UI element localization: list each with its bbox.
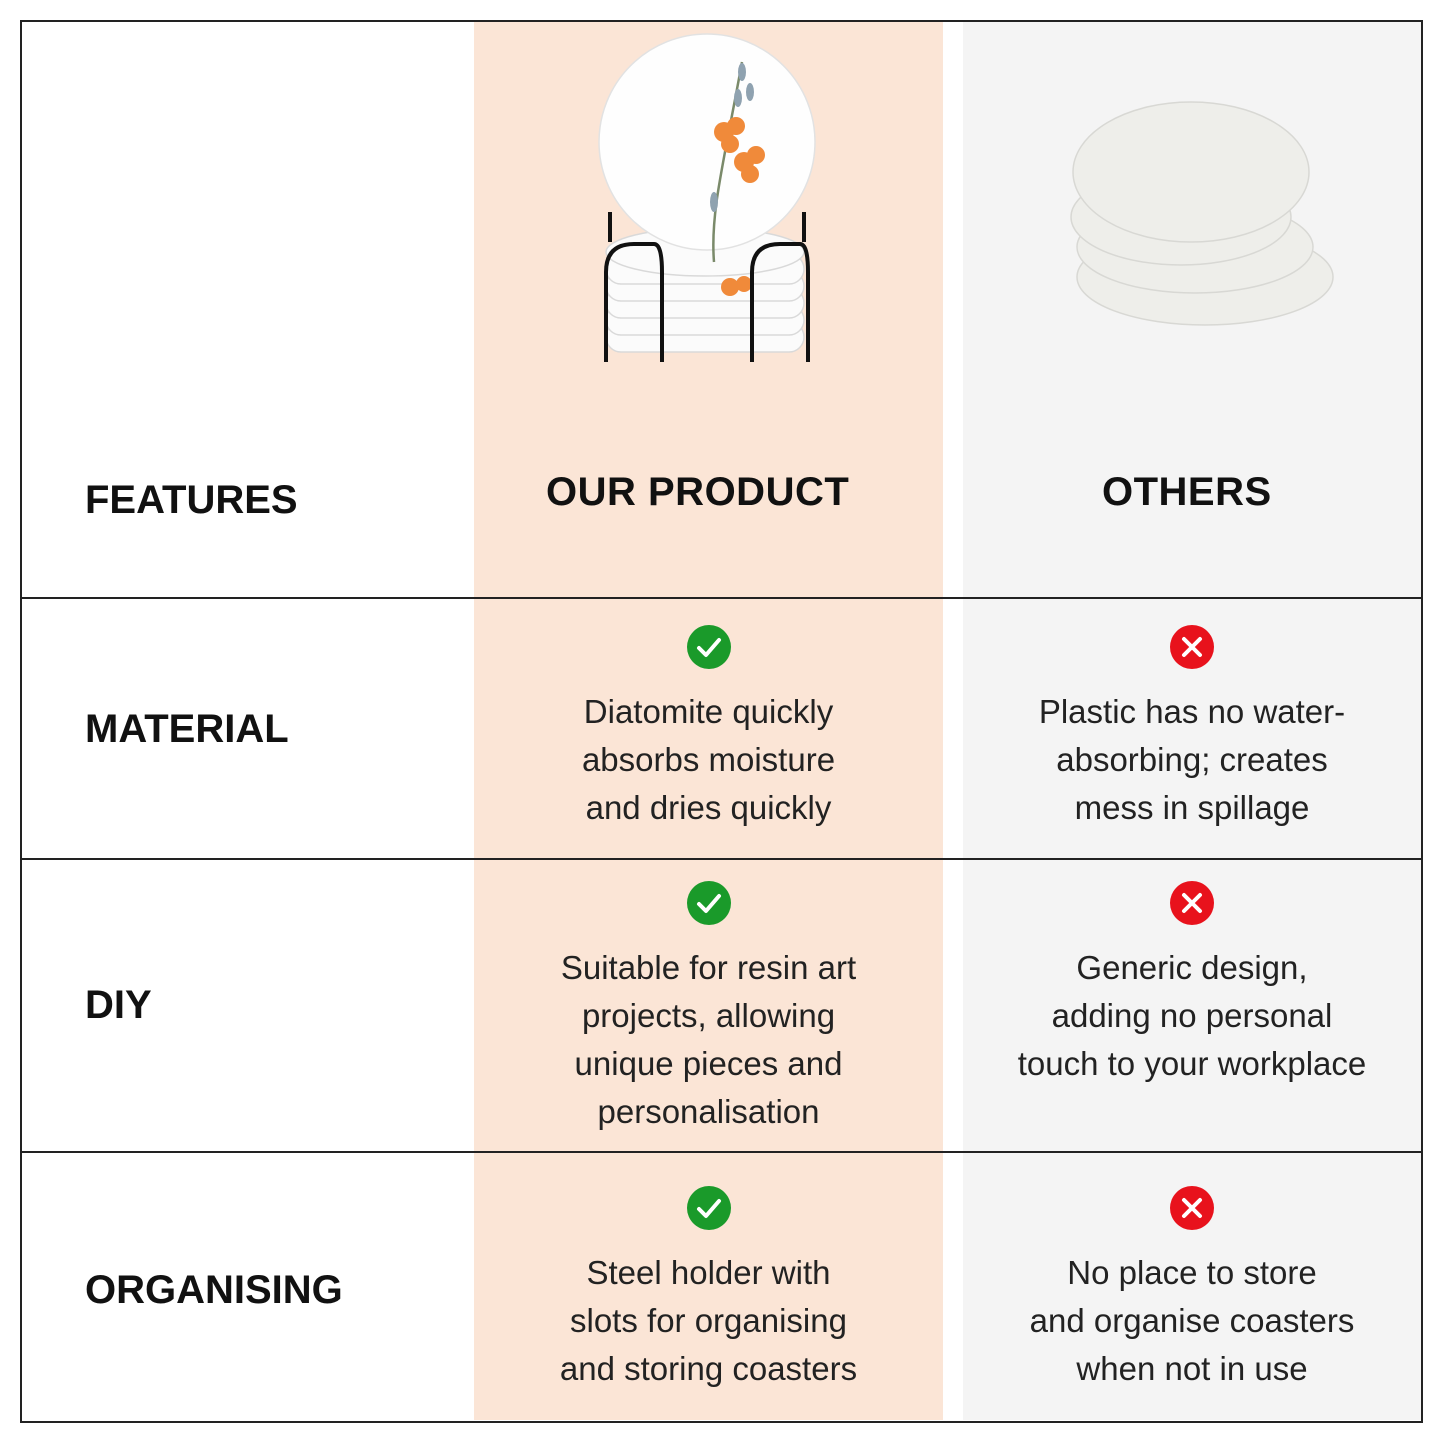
our-product-text: Steel holder with slots for organising a… — [559, 1254, 858, 1387]
others-text: Plastic has no water- absorbing; creates… — [1038, 693, 1346, 826]
check-icon — [686, 625, 731, 669]
others-text: No place to store and organise coasters … — [1029, 1254, 1355, 1387]
cross-icon — [1170, 625, 1214, 669]
our-product-cell: Steel holder with slots for organising a… — [474, 1185, 943, 1393]
our-product-image — [474, 22, 943, 385]
our-product-text: Diatomite quickly absorbs moisture and d… — [581, 693, 836, 826]
features-header: FEATURES — [85, 478, 298, 522]
cross-icon — [1170, 881, 1214, 925]
row-divider — [20, 597, 1423, 599]
others-product-image — [963, 22, 1421, 385]
our-product-cell: Suitable for resin art projects, allowin… — [474, 880, 943, 1136]
others-header: OTHERS — [1102, 470, 1272, 514]
others-cell: Plastic has no water- absorbing; creates… — [963, 624, 1421, 832]
row-divider — [20, 858, 1423, 860]
comparison-table-frame — [20, 20, 1423, 1423]
feature-label-material: MATERIAL — [85, 707, 289, 751]
our-product-cell: Diatomite quickly absorbs moisture and d… — [474, 624, 943, 832]
others-text: Generic design, adding no personal touch… — [1017, 949, 1367, 1082]
others-cell: No place to store and organise coasters … — [963, 1185, 1421, 1393]
row-divider — [20, 1151, 1423, 1153]
cross-icon — [1170, 1186, 1214, 1230]
check-icon — [686, 881, 731, 925]
check-icon — [686, 1186, 731, 1230]
others-cell: Generic design, adding no personal touch… — [963, 880, 1421, 1088]
our-product-header: OUR PRODUCT — [546, 470, 850, 514]
feature-label-organising: ORGANISING — [85, 1268, 343, 1312]
our-product-text: Suitable for resin art projects, allowin… — [560, 949, 857, 1130]
feature-label-diy: DIY — [85, 983, 152, 1027]
